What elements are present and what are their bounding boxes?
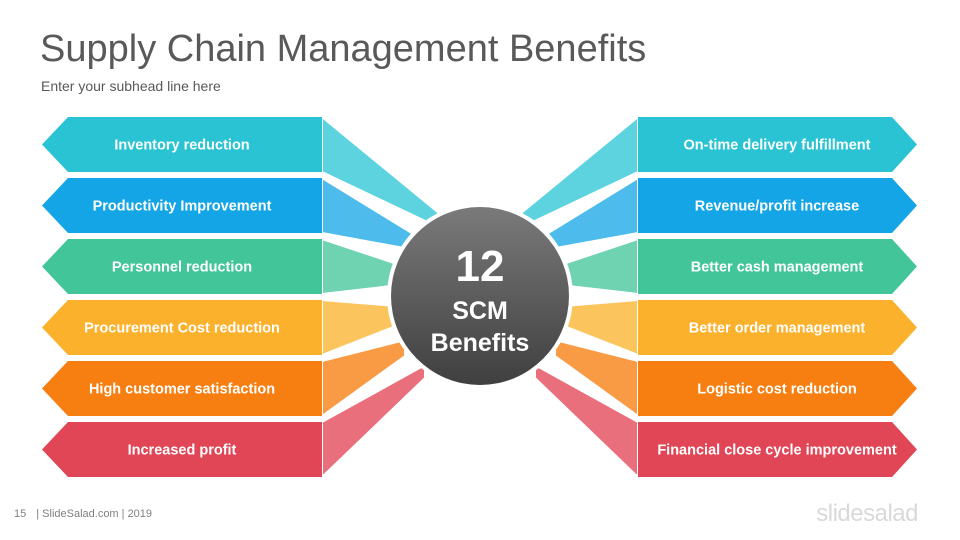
right-banner-shape	[638, 300, 917, 355]
slide-subtitle: Enter your subhead line here	[41, 78, 221, 94]
right-benefit-label: Revenue/profit increase	[695, 199, 859, 215]
left-banner-shape	[42, 422, 322, 477]
right-benefit-label: Better order management	[689, 321, 866, 337]
right-benefit-item: Financial close cycle improvement	[638, 422, 917, 477]
right-benefit-item: Better cash management	[638, 239, 917, 294]
right-banner-shape	[638, 239, 917, 294]
center-line-2: Benefits	[431, 329, 530, 357]
left-benefit-label: Procurement Cost reduction	[84, 321, 280, 337]
left-banner-shape	[42, 361, 322, 416]
right-banner-shape	[638, 422, 917, 477]
left-benefit-label: High customer satisfaction	[89, 382, 275, 398]
footer-text: | SlideSalad.com | 2019	[36, 508, 153, 520]
right-banner-shape	[638, 178, 917, 233]
center-number: 12	[456, 242, 505, 291]
left-benefit-label: Inventory reduction	[114, 138, 249, 154]
right-benefit-label: On-time delivery fulfillment	[684, 138, 871, 154]
left-benefit-item: Inventory reduction	[42, 117, 322, 172]
left-benefit-item: Productivity Improvement	[42, 178, 322, 233]
right-benefit-label: Financial close cycle improvement	[657, 443, 897, 459]
slide-footer: 15 | SlideSalad.com | 2019	[14, 508, 152, 520]
left-benefit-item: Personnel reduction	[42, 239, 322, 294]
right-connector-fans	[519, 114, 639, 480]
center-line-1: SCM	[452, 297, 508, 325]
page-number: 15	[14, 508, 27, 520]
right-benefit-list: On-time delivery fulfillmentRevenue/prof…	[638, 117, 917, 477]
left-banner-shape	[42, 300, 322, 355]
right-benefit-label: Logistic cost reduction	[697, 382, 857, 398]
left-banner-shape	[42, 239, 322, 294]
left-benefit-item: Increased profit	[42, 422, 322, 477]
right-benefit-item: Logistic cost reduction	[638, 361, 917, 416]
brand-logo: slidesalad	[816, 500, 918, 527]
right-banner-shape	[638, 117, 917, 172]
left-benefit-item: High customer satisfaction	[42, 361, 322, 416]
center-circle	[391, 207, 569, 385]
right-banner-shape	[638, 361, 917, 416]
left-benefit-label: Increased profit	[128, 443, 237, 459]
right-benefit-item: Revenue/profit increase	[638, 178, 917, 233]
right-benefit-label: Better cash management	[691, 260, 864, 276]
left-benefit-item: Procurement Cost reduction	[42, 300, 322, 355]
left-banner-shape	[42, 117, 322, 172]
left-benefit-label: Personnel reduction	[112, 260, 252, 276]
right-benefit-item: On-time delivery fulfillment	[638, 117, 917, 172]
slide-title: Supply Chain Management Benefits	[40, 28, 647, 70]
left-banner-shape	[42, 178, 322, 233]
left-benefit-label: Productivity Improvement	[93, 199, 272, 215]
center-hub: 12 SCM Benefits	[387, 203, 573, 389]
right-benefit-item: Better order management	[638, 300, 917, 355]
